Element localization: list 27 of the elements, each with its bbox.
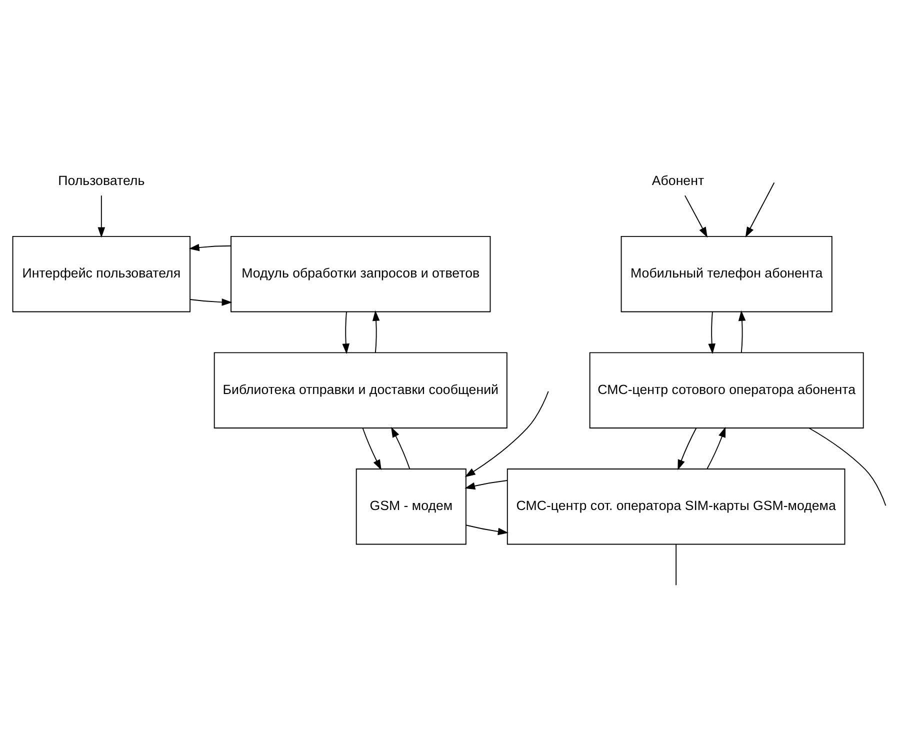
node-box: Интерфейс пользователя — [12, 235, 191, 312]
arrow — [372, 310, 380, 353]
node-text: Абонент — [652, 172, 704, 188]
arrow — [738, 310, 746, 353]
arrow — [190, 298, 232, 306]
arrow — [188, 243, 232, 251]
connector — [808, 427, 886, 506]
node-box: Библиотека отправки и доставки сообщений — [214, 352, 508, 428]
arrow — [464, 390, 549, 477]
node-box: СМС-центр сотового оператора абонента — [589, 352, 864, 428]
node-box: GSM - модем — [356, 468, 466, 544]
node-box: Мобильный телефон абонента — [620, 235, 832, 312]
arrow — [684, 194, 708, 238]
arrow — [391, 426, 410, 469]
arrow — [706, 426, 726, 469]
arrow — [678, 427, 697, 470]
arrow — [362, 427, 382, 470]
connector — [676, 544, 677, 586]
node-box: Модуль обработки запросов и ответов — [230, 235, 491, 312]
arrow — [98, 194, 106, 238]
arrow — [466, 524, 508, 535]
arrow — [745, 182, 775, 237]
arrow — [464, 480, 508, 490]
node-text: Пользователь — [58, 172, 145, 188]
node-box: СМС-центр сот. оператора SIM-карты GSM-модема — [506, 468, 846, 544]
arrow — [708, 310, 716, 354]
arrow — [342, 310, 350, 354]
